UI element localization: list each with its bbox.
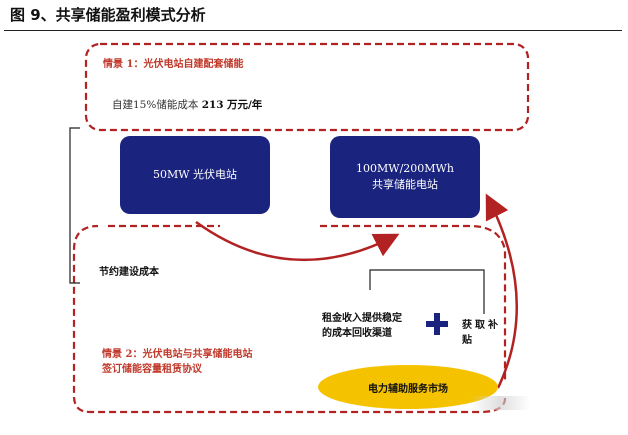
ancillary-market-ellipse: 电力辅助服务市场 [318, 365, 498, 409]
scenario1-region [84, 42, 530, 132]
subsidy-line2: 贴 [462, 335, 472, 346]
market-to-storage-arrow [485, 193, 518, 389]
rent-income-line2: 的成本回收渠道 [322, 328, 392, 339]
rent-subsidy-bracket [369, 269, 485, 314]
pv-to-storage-arrow [195, 220, 400, 262]
scenario2-label-line2: 签订储能容量租赁协议 [102, 364, 202, 375]
scenario2-label-line1: 情景 2：光伏电站与共享储能电站 [102, 349, 253, 360]
subsidy-line1: 获取补 [462, 320, 501, 331]
figure-title: 图 9、共享储能盈利模式分析 [10, 6, 206, 24]
plus-icon [426, 313, 448, 335]
storage-station-label: 共享储能电站 [372, 178, 438, 191]
scenario1-cost: 自建15%储能成本 213 万元/年 [112, 97, 262, 112]
pv-station-box: 50MW 光伏电站 [120, 136, 270, 214]
pv-station-label: 50MW 光伏电站 [152, 168, 238, 181]
left-bracket [69, 127, 80, 284]
storage-station-box: 100MW/200MWh 共享储能电站 [330, 136, 480, 218]
storage-capacity-label: 100MW/200MWh [356, 162, 454, 175]
market-label: 电力辅助服务市场 [368, 383, 448, 395]
cost-value: 213 [201, 99, 224, 111]
save-cost-label: 节约建设成本 [99, 267, 159, 278]
title-divider [4, 30, 622, 31]
cost-prefix: 自建15%储能成本 [112, 99, 199, 111]
watermark-blur [470, 396, 530, 410]
cost-unit: 万元/年 [226, 99, 263, 111]
rent-income-line1: 租金收入提供稳定 [322, 313, 402, 324]
scenario1-label: 情景 1：光伏电站自建配套储能 [103, 59, 244, 70]
